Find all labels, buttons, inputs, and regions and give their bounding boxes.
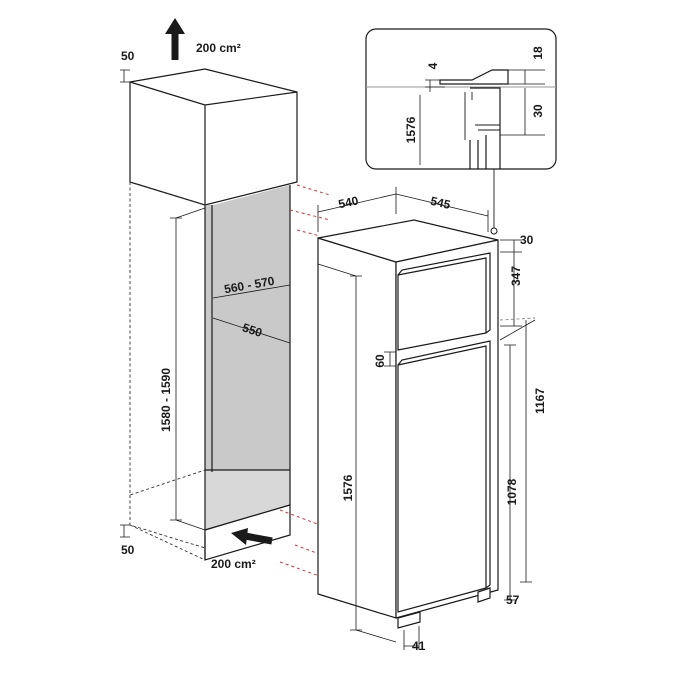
width-dim-line	[317, 187, 397, 232]
right-ext-bottom	[504, 582, 516, 601]
detail-height-label: 1576	[404, 116, 418, 143]
top-vent-label: 200 cm²	[196, 41, 241, 55]
niche-width-label: 550	[241, 320, 265, 340]
top-clearance-ext	[120, 69, 130, 83]
detail-appliance-edge	[469, 135, 501, 169]
bottom-vent-arrow-head	[231, 528, 248, 545]
niche-floor	[205, 470, 290, 530]
foot-depth-label: 41	[412, 639, 426, 653]
freezer-door-edge	[397, 252, 491, 334]
fridge-door-height-label: 1078	[505, 478, 519, 505]
detail-gap-top-label: 4	[426, 62, 440, 69]
detail-bracket-inner	[464, 92, 500, 140]
right-ext-fridge-door	[504, 344, 516, 582]
detail-bracket-bottom	[470, 87, 501, 135]
cabinet-top-box-edge	[129, 81, 298, 205]
foot-depth-dim-line	[403, 626, 420, 650]
bottom-vent-label: 200 cm²	[211, 557, 256, 571]
top-offset-label: 30	[520, 233, 534, 247]
width-label: 540	[337, 193, 360, 211]
niche-back-wall	[205, 185, 290, 470]
door-gap-label: 60	[373, 354, 387, 368]
total-height-label: 1576	[341, 474, 355, 501]
door-gap-dim-line	[384, 351, 396, 367]
detail-bracket-height-dim	[508, 69, 545, 85]
niche-width-dim-line	[212, 317, 291, 344]
detail-bracket-drop-label: 30	[531, 104, 545, 118]
freezer-door-height-label: 347	[509, 266, 523, 286]
fridge-door	[397, 345, 487, 613]
right-ext-fridge-top	[499, 319, 536, 583]
appliance-foot-back	[477, 587, 491, 603]
niche-height-label: 1580 - 1590	[159, 368, 173, 432]
bottom-clearance-label: 50	[121, 543, 135, 557]
fridge-door-edge	[397, 340, 491, 589]
niche-height-dim-line	[170, 207, 206, 531]
appliance-hidden-line	[499, 317, 536, 321]
appliance-drawing	[317, 187, 536, 650]
detail-inset	[365, 28, 557, 235]
cabinet-ghost-top	[129, 181, 206, 206]
detail-frame	[365, 28, 557, 170]
total-height-dim-line	[317, 263, 397, 643]
top-clearance-label: 50	[121, 49, 135, 63]
fridge-section-height-label: 1167	[533, 388, 547, 414]
detail-bracket-height-label: 18	[531, 46, 545, 60]
bottom-offset-label: 57	[506, 593, 520, 607]
top-vent-arrow-head	[165, 18, 185, 34]
detail-gap-top-dim	[425, 79, 445, 92]
right-ext-freezer	[500, 252, 522, 327]
right-ext-top	[500, 239, 522, 253]
bottom-clearance-ext	[120, 524, 130, 538]
appliance-foot-front	[397, 611, 421, 629]
detail-callout-dot	[490, 227, 498, 235]
bottom-vent-arrow	[244, 532, 273, 545]
detail-bracket-drop-dim	[500, 88, 545, 136]
depth-dim-line	[395, 193, 489, 232]
appliance-side	[317, 237, 397, 619]
niche-depth-dim-line	[212, 284, 291, 299]
cabinet-drawing	[120, 18, 298, 561]
depth-label: 545	[429, 194, 452, 212]
